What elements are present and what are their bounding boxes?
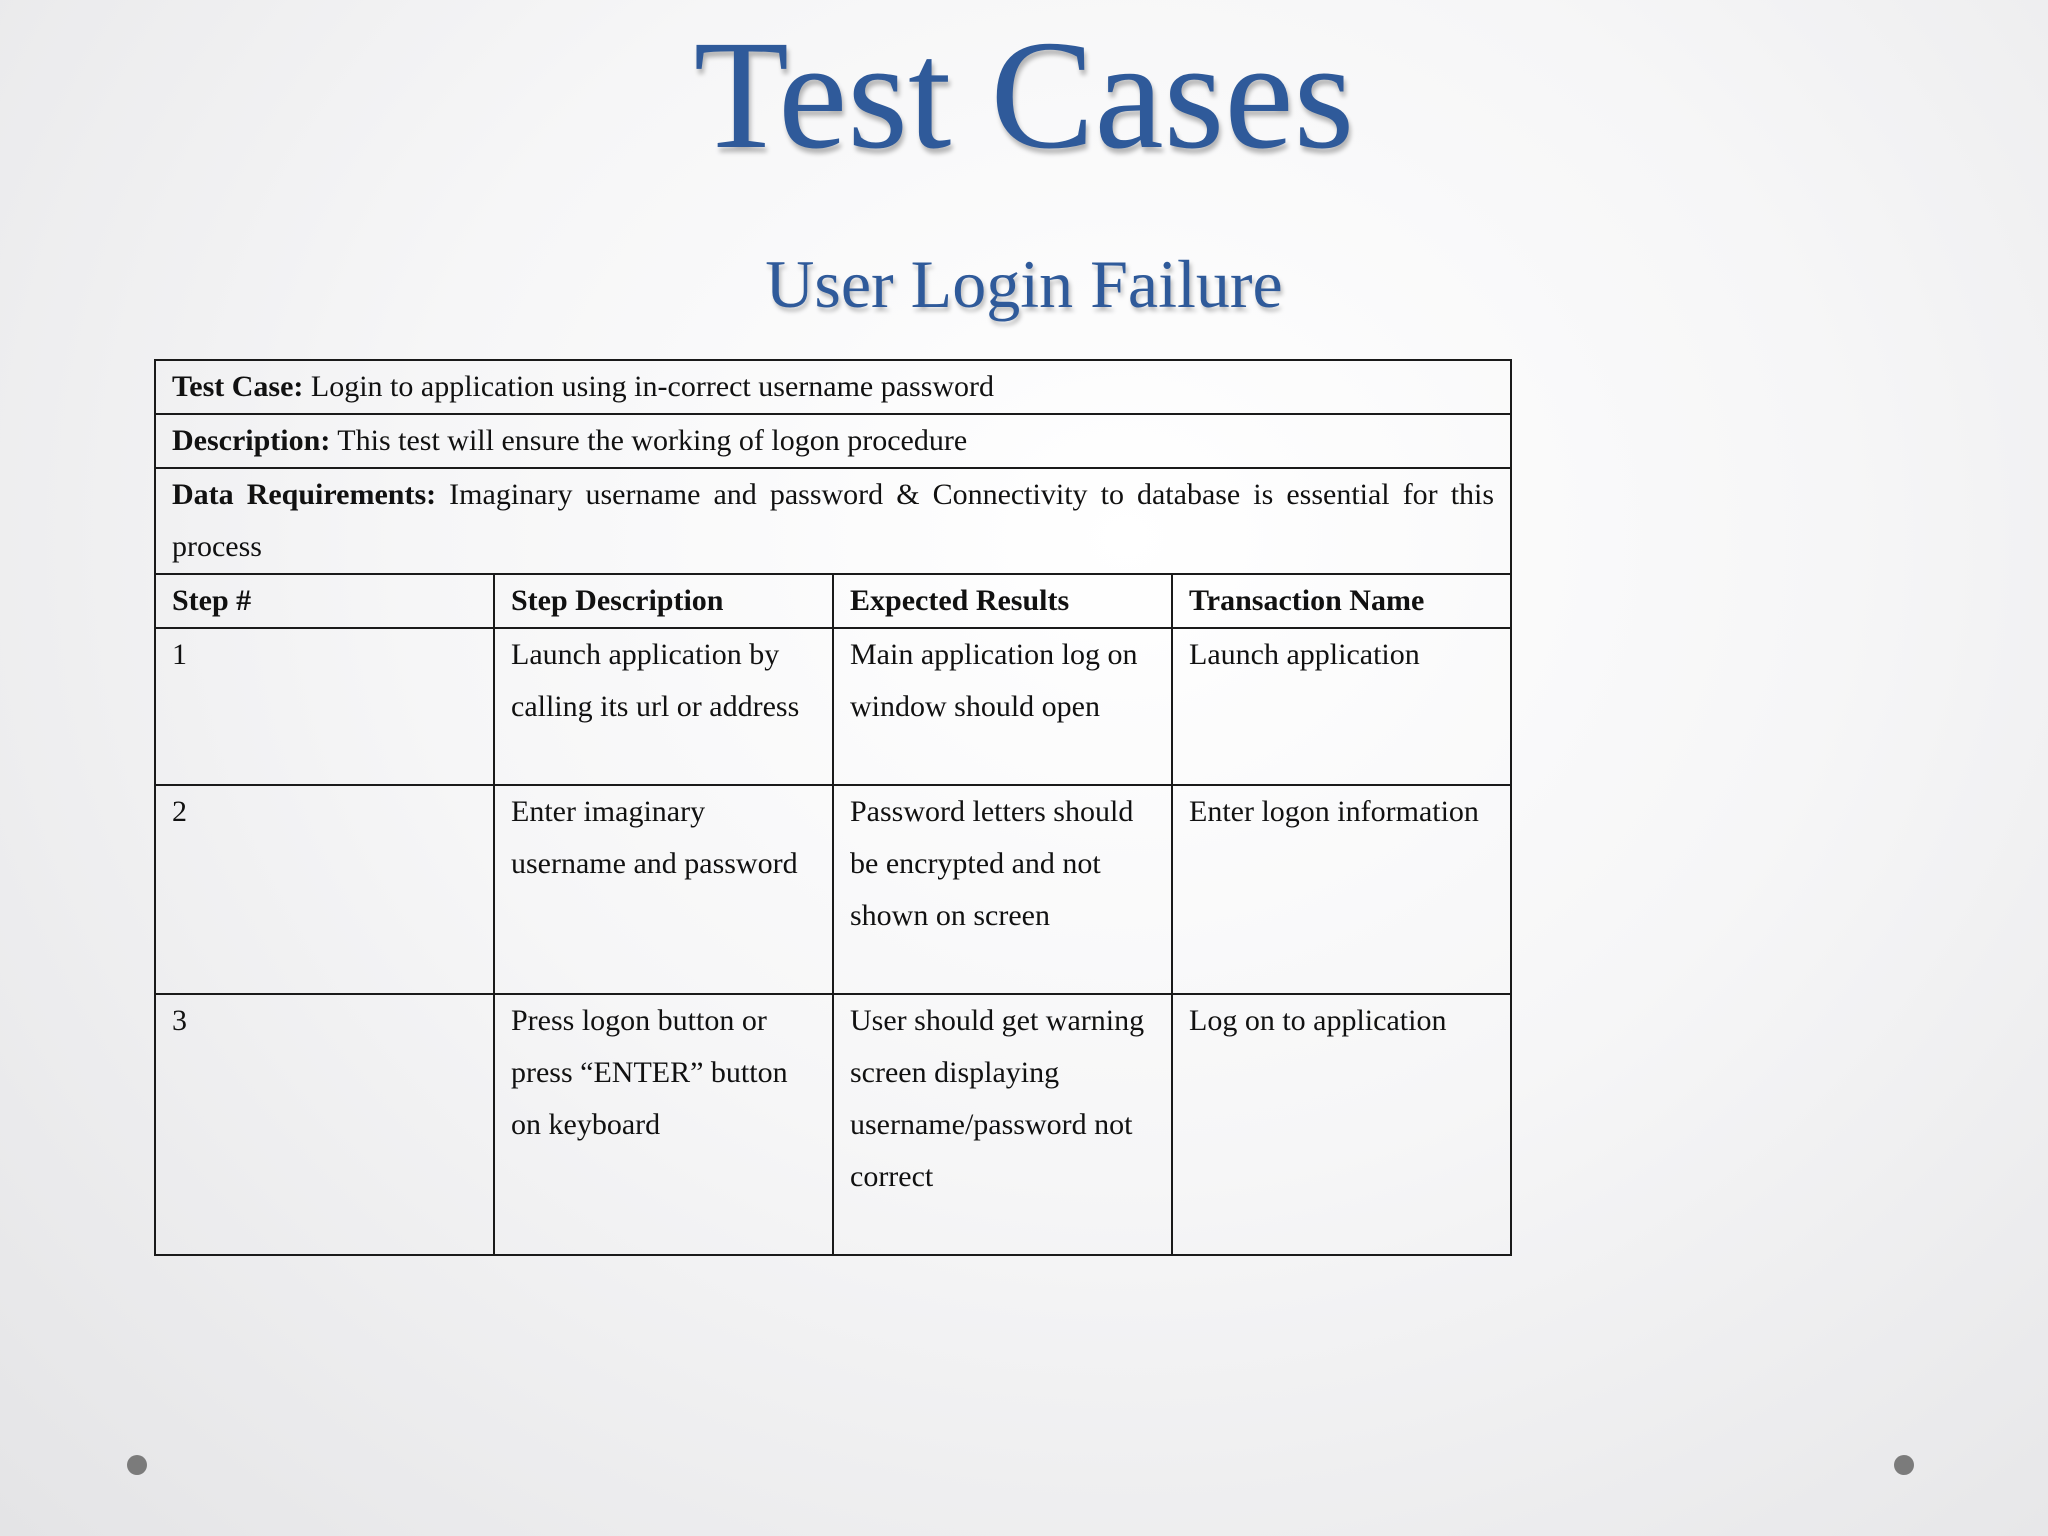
- test-case-label: Test Case:: [172, 370, 304, 403]
- table-row: 1 Launch application by calling its url …: [154, 627, 1513, 786]
- transaction-name-cell: Enter logon information: [1170, 784, 1513, 995]
- data-requirements-label: Data Requirements:: [172, 478, 437, 511]
- test-case-table: Test Case: Login to application using in…: [153, 359, 1513, 1256]
- transaction-name-cell: Log on to application: [1170, 993, 1513, 1256]
- expected-results-cell: Password letters should be encrypted and…: [832, 784, 1173, 995]
- column-header-step: Step #: [154, 573, 495, 629]
- data-requirements-value: Imaginary username and password & Connec…: [172, 478, 1495, 563]
- test-case-row: Test Case: Login to application using in…: [153, 359, 1513, 415]
- description-value: This test will ensure the working of log…: [337, 424, 968, 457]
- table-row: 2 Enter imaginary username and password …: [154, 784, 1513, 995]
- slide-decoration-dot-right: [1894, 1455, 1914, 1475]
- column-header-row: Step # Step Description Expected Results…: [154, 573, 1513, 629]
- expected-results-cell: Main application log on window should op…: [832, 627, 1173, 786]
- step-description-cell: Enter imaginary username and password: [493, 784, 834, 995]
- step-description-cell: Press logon button or press “ENTER” butt…: [493, 993, 834, 1256]
- step-number-cell: 2: [154, 784, 495, 995]
- description-cell: Description: This test will ensure the w…: [153, 413, 1513, 469]
- transaction-name-cell: Launch application: [1170, 627, 1513, 786]
- step-description-cell: Launch application by calling its url or…: [493, 627, 834, 786]
- column-header-step-description: Step Description: [493, 573, 834, 629]
- column-header-transaction-name: Transaction Name: [1170, 573, 1513, 629]
- slide-title: Test Cases: [693, 8, 1355, 181]
- slide-decoration-dot-left: [127, 1455, 147, 1475]
- column-header-expected-results: Expected Results: [832, 573, 1173, 629]
- test-case-value: Login to application using in-correct us…: [310, 370, 995, 403]
- expected-results-cell: User should get warning screen displayin…: [832, 993, 1173, 1256]
- test-case-cell: Test Case: Login to application using in…: [153, 359, 1513, 415]
- step-number-cell: 1: [154, 627, 495, 786]
- table-row: 3 Press logon button or press “ENTER” bu…: [154, 993, 1513, 1256]
- data-requirements-row: Data Requirements: Imaginary username an…: [153, 467, 1513, 575]
- description-row: Description: This test will ensure the w…: [153, 413, 1513, 469]
- slide-subtitle: User Login Failure: [765, 246, 1283, 322]
- description-label: Description:: [172, 424, 331, 457]
- data-requirements-cell: Data Requirements: Imaginary username an…: [153, 467, 1513, 575]
- step-number-cell: 3: [154, 993, 495, 1256]
